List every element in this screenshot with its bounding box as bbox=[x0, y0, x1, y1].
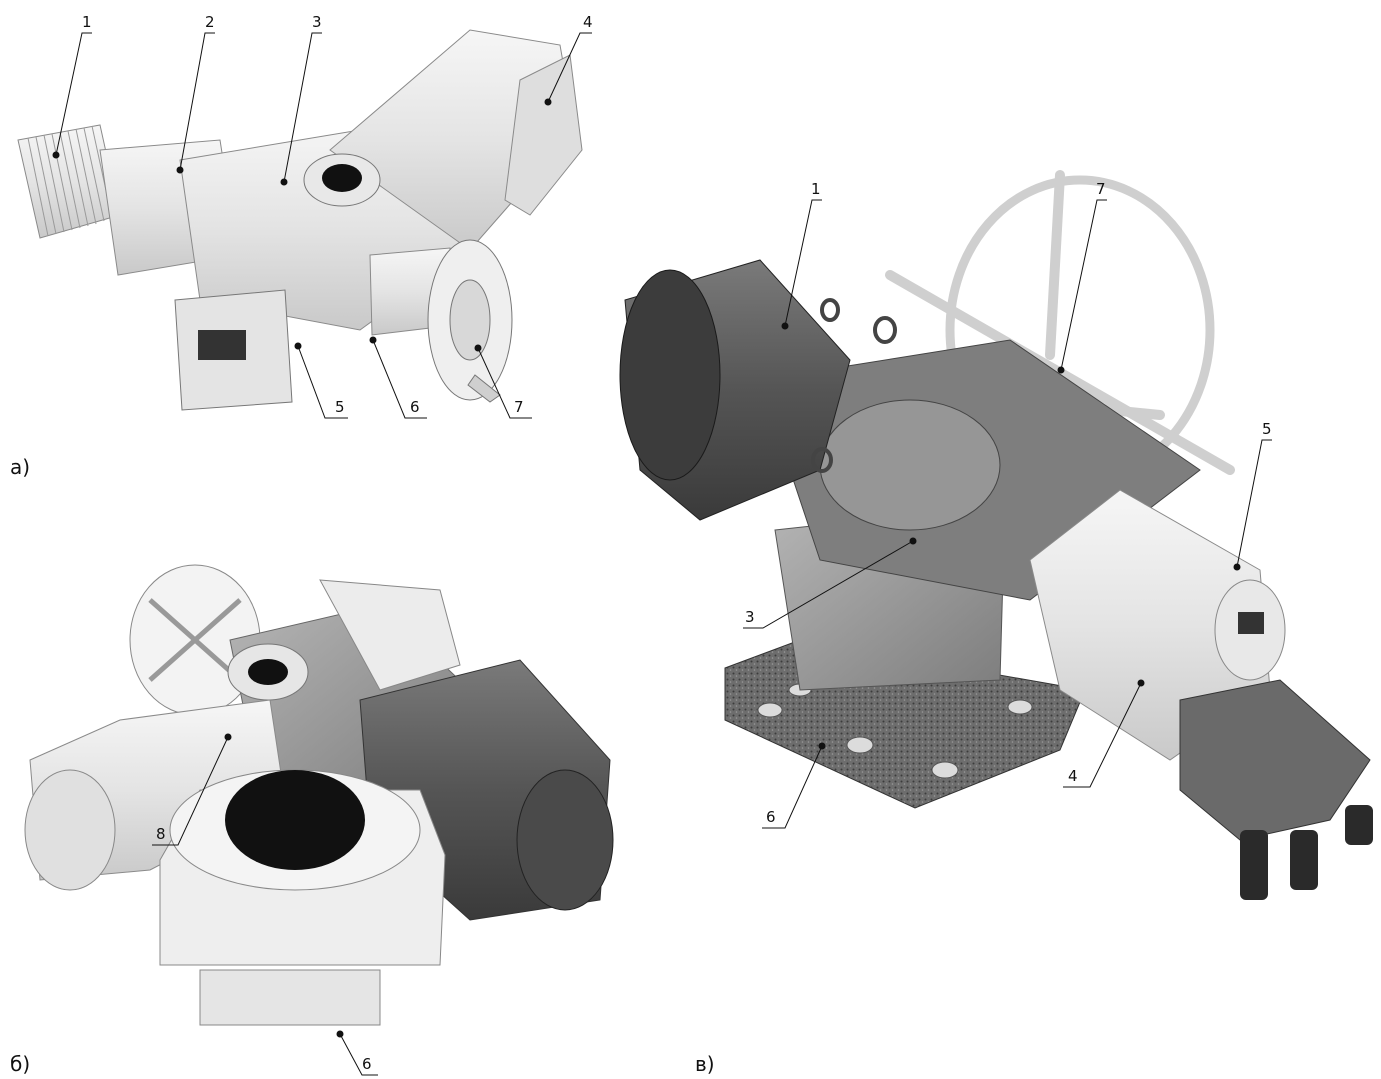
callout-a-5: 5 bbox=[335, 398, 345, 416]
upper-housing bbox=[319, 579, 461, 691]
flange-bore bbox=[322, 164, 362, 192]
gearbox-bore bbox=[225, 770, 365, 870]
callout-a-6: 6 bbox=[410, 398, 420, 416]
control-cover bbox=[24, 769, 116, 891]
callout-a-2: 2 bbox=[205, 13, 215, 31]
control-display bbox=[1238, 612, 1264, 634]
figure-c-label: в) bbox=[695, 1052, 715, 1076]
figure-a-drawing bbox=[17, 29, 583, 411]
callout-a-1: 1 bbox=[82, 13, 92, 31]
callout-a-7: 7 bbox=[514, 398, 524, 416]
figure-b-label: б) bbox=[10, 1052, 31, 1076]
handwheel-crank bbox=[467, 374, 501, 403]
leader-lines bbox=[55, 32, 1272, 1076]
end-cover bbox=[504, 54, 583, 216]
callout-a-3: 3 bbox=[312, 13, 322, 31]
mounting-base bbox=[199, 969, 381, 1026]
control-display bbox=[198, 330, 246, 360]
motor-end-cover bbox=[516, 769, 614, 911]
leader-dots bbox=[52, 98, 1241, 1038]
motor-end-cover bbox=[619, 269, 721, 481]
figure-a-label: а) bbox=[10, 455, 31, 479]
callout-b-8: 8 bbox=[156, 825, 166, 843]
figure-b-drawing bbox=[24, 564, 614, 1026]
callout-c-5: 5 bbox=[1262, 420, 1272, 438]
callout-c-6: 6 bbox=[766, 808, 776, 826]
figure-c-drawing bbox=[619, 170, 1373, 900]
callout-c-1: 1 bbox=[811, 180, 821, 198]
callout-b-6: 6 bbox=[362, 1055, 372, 1073]
callout-c-3: 3 bbox=[745, 608, 755, 626]
callout-a-4: 4 bbox=[583, 13, 593, 31]
callout-c-7: 7 bbox=[1096, 180, 1106, 198]
callout-c-4: 4 bbox=[1068, 767, 1078, 785]
terminal-box bbox=[1179, 679, 1371, 841]
top-cover bbox=[819, 399, 1001, 531]
